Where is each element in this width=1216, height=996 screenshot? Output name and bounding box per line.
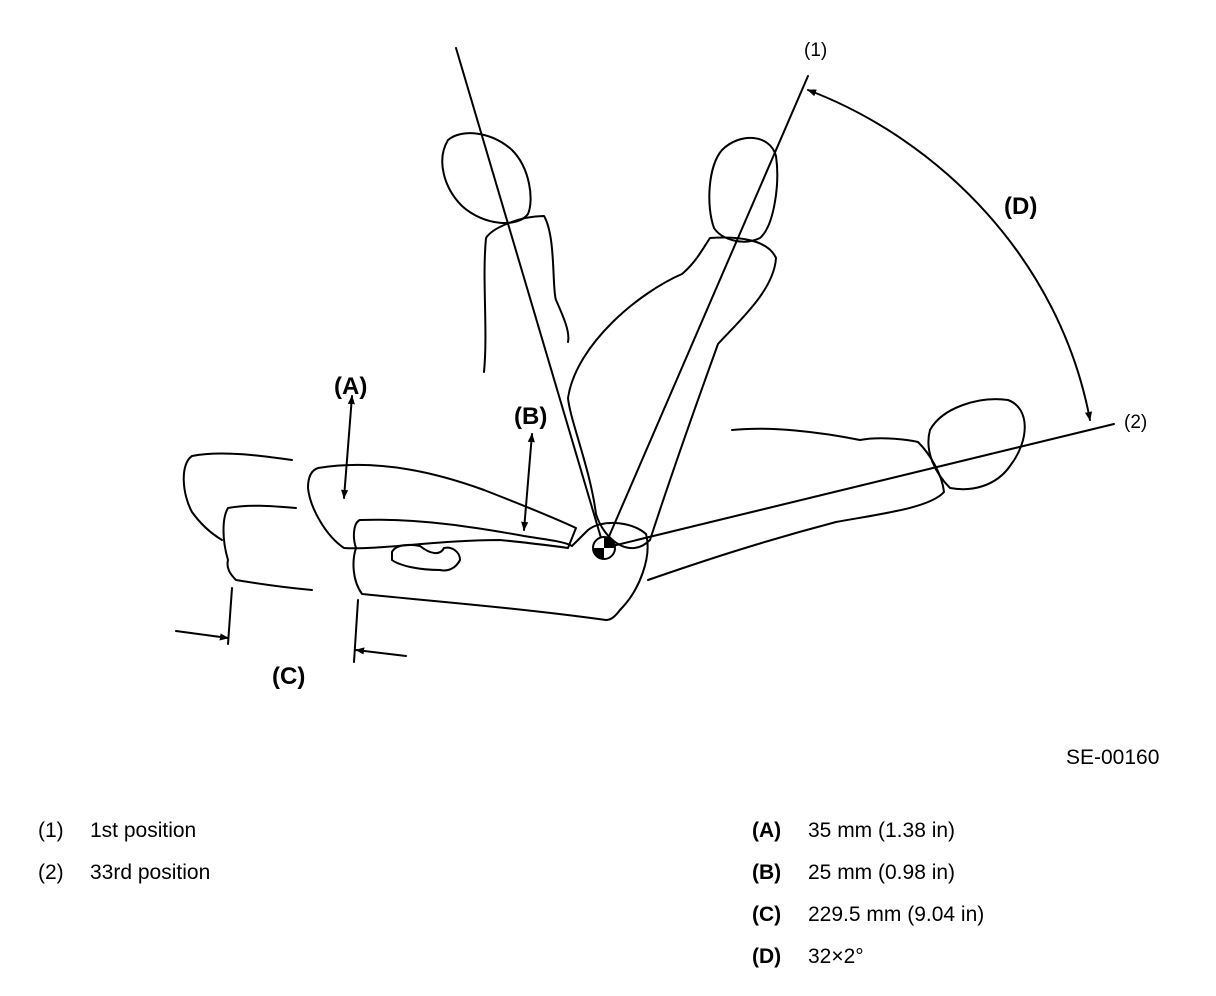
dimension-c-right-arrow — [355, 647, 407, 657]
reclined-headrest-2 — [927, 398, 1026, 491]
dimension-d-arc — [807, 89, 1093, 421]
legend-dimensions: (A) 35 mm (1.38 in) (B) 25 mm (0.98 in) (C… — [752, 810, 984, 978]
upright-seatback — [483, 215, 570, 373]
dimension-c-extension-1 — [227, 587, 233, 645]
legend-item: (D) 32×2° — [752, 936, 984, 978]
label-dimension-c: (C) — [272, 663, 305, 690]
label-dimension-a: (A) — [334, 373, 367, 400]
legend-item: (1) 1st position — [38, 810, 210, 852]
reclined-headrest-1 — [708, 136, 779, 243]
label-position-1: (1) — [804, 40, 827, 61]
legend-item: (2) 33rd position — [38, 852, 210, 894]
reclined-seatback-1 — [567, 236, 777, 550]
legend-text: 1st position — [90, 819, 197, 842]
legend-item: (B) 25 mm (0.98 in) — [752, 852, 984, 894]
rear-seat-upper — [182, 452, 293, 541]
dimension-a-arrow — [341, 395, 355, 499]
legend-key: (D) — [752, 945, 782, 968]
dimension-c-left-arrow — [175, 630, 229, 641]
upright-reference-line — [455, 47, 605, 549]
upright-position-line — [603, 75, 809, 549]
label-dimension-b: (B) — [514, 403, 547, 430]
legend-key: (B) — [752, 861, 782, 884]
dimension-b-arrow — [521, 433, 535, 531]
dimension-c-extension-2 — [353, 599, 359, 663]
legend-key: (C) — [752, 903, 782, 926]
legend-text: 32×2° — [808, 945, 864, 968]
recline-lever-slot — [391, 543, 461, 572]
legend-key: (2) — [38, 861, 64, 884]
label-dimension-d: (D) — [1004, 193, 1037, 220]
legend-text: 33rd position — [90, 861, 211, 884]
reclined-seatback-2 — [647, 427, 945, 581]
rear-seat-lower — [222, 504, 313, 591]
legend-text: 35 mm (1.38 in) — [808, 819, 956, 842]
figure-code: SE-00160 — [1066, 746, 1159, 769]
legend-item: (C) 229.5 mm (9.04 in) — [752, 894, 984, 936]
label-position-2: (2) — [1124, 412, 1147, 433]
upright-headrest — [441, 132, 532, 225]
legend-text: 229.5 mm (9.04 in) — [808, 903, 985, 926]
legend-key: (1) — [38, 819, 64, 842]
seat-cushion-upper — [307, 463, 577, 550]
seat-cushion-lower — [352, 518, 649, 621]
legend-text: 25 mm (0.98 in) — [808, 861, 956, 884]
reclined-reference-line — [603, 423, 1115, 549]
legend-positions: (1) 1st position (2) 33rd position — [38, 810, 210, 894]
legend-item: (A) 35 mm (1.38 in) — [752, 810, 984, 852]
pivot-center-symbol — [592, 536, 616, 560]
legend-key: (A) — [752, 819, 782, 842]
